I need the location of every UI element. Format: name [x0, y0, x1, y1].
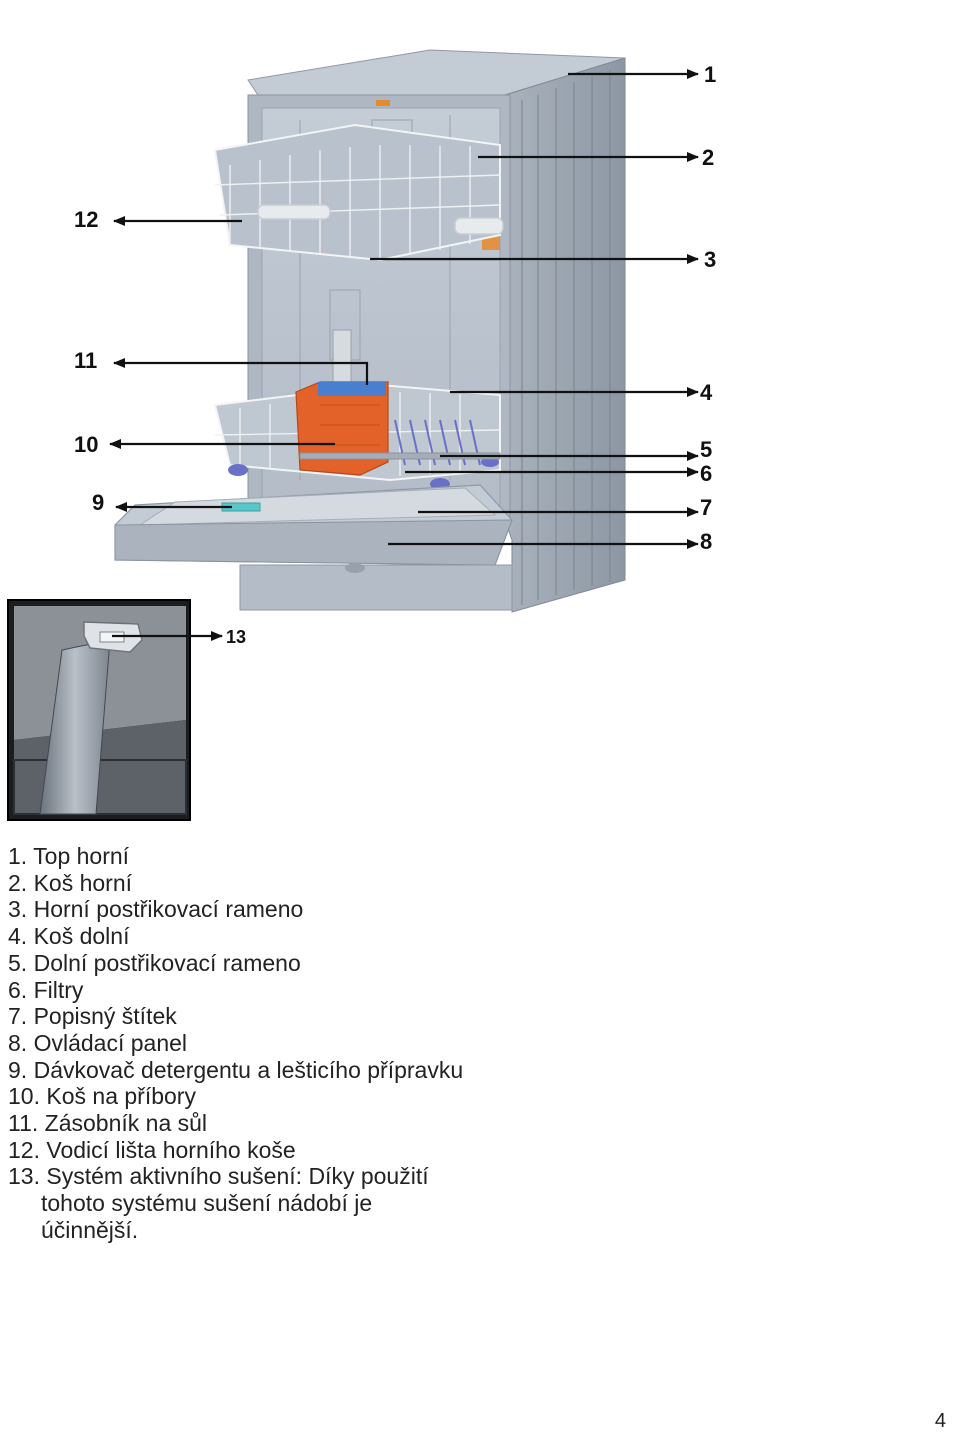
- legend-item: 7. Popisný štítek: [8, 1003, 177, 1030]
- top-marker: [376, 100, 390, 106]
- callout-12: 12: [74, 207, 98, 232]
- cutlery-basket: [295, 381, 389, 476]
- legend-continuation: tohoto systému sušení nádobí je: [41, 1190, 373, 1217]
- callout-13: 13: [226, 627, 246, 647]
- legend-item: 6. Filtry: [8, 976, 84, 1003]
- legend-item: 9. Dávkovač detergentu a lešticího přípr…: [8, 1056, 464, 1083]
- legend-item: 8. Ovládací panel: [8, 1029, 188, 1056]
- parts-legend: 1. Top horní 2. Koš horní 3. Horní postř…: [8, 843, 463, 1244]
- callout-6: 6: [700, 461, 712, 486]
- callout-3: 3: [704, 247, 716, 272]
- callout-10: 10: [74, 432, 98, 457]
- callout-4: 4: [700, 380, 713, 405]
- callout-7: 7: [700, 495, 712, 520]
- leader-11: [113, 358, 369, 385]
- callout-11: 11: [74, 348, 97, 373]
- legend-continuation: účinnější.: [41, 1216, 139, 1243]
- dishwasher-illustration: [114, 49, 626, 613]
- callout-8: 8: [700, 529, 712, 554]
- legend-item: 13. Systém aktivního sušení: Díky použit…: [8, 1163, 463, 1243]
- drying-system-inset: [7, 599, 191, 821]
- legend-item: 5. Dolní postřikovací rameno: [8, 949, 301, 976]
- leader-lines: [109, 69, 699, 641]
- legend-item: 10. Koš na příbory: [8, 1083, 196, 1110]
- side-panel-ribs: [521, 70, 611, 605]
- legend-item: 3. Horní postřikovací rameno: [8, 896, 304, 923]
- dishwasher-diagram: 1 2 3 4 5 6 7 8 9 10 11 12 13: [7, 49, 716, 821]
- page-number: 4: [934, 1410, 946, 1432]
- legend-item: 1. Top horní: [8, 843, 130, 869]
- callout-numbers: 1 2 3 4 5 6 7 8 9 10 11 12 13: [74, 62, 716, 647]
- legend-item: 4. Koš dolní: [8, 923, 130, 950]
- callout-2: 2: [702, 145, 714, 170]
- legend-item: 12. Vodicí lišta horního koše: [8, 1136, 296, 1163]
- upper-basket: [213, 123, 504, 262]
- callout-9: 9: [92, 490, 104, 515]
- callout-1: 1: [704, 62, 716, 87]
- door-foot: [345, 563, 365, 573]
- control-panel: [114, 519, 513, 566]
- plinth: [239, 564, 513, 611]
- callout-5: 5: [700, 437, 712, 462]
- legend-item: 2. Koš horní: [8, 869, 133, 896]
- legend-item: 11. Zásobník na sůl: [8, 1110, 208, 1137]
- door-inner: [138, 487, 497, 526]
- salt-spout: [332, 329, 352, 386]
